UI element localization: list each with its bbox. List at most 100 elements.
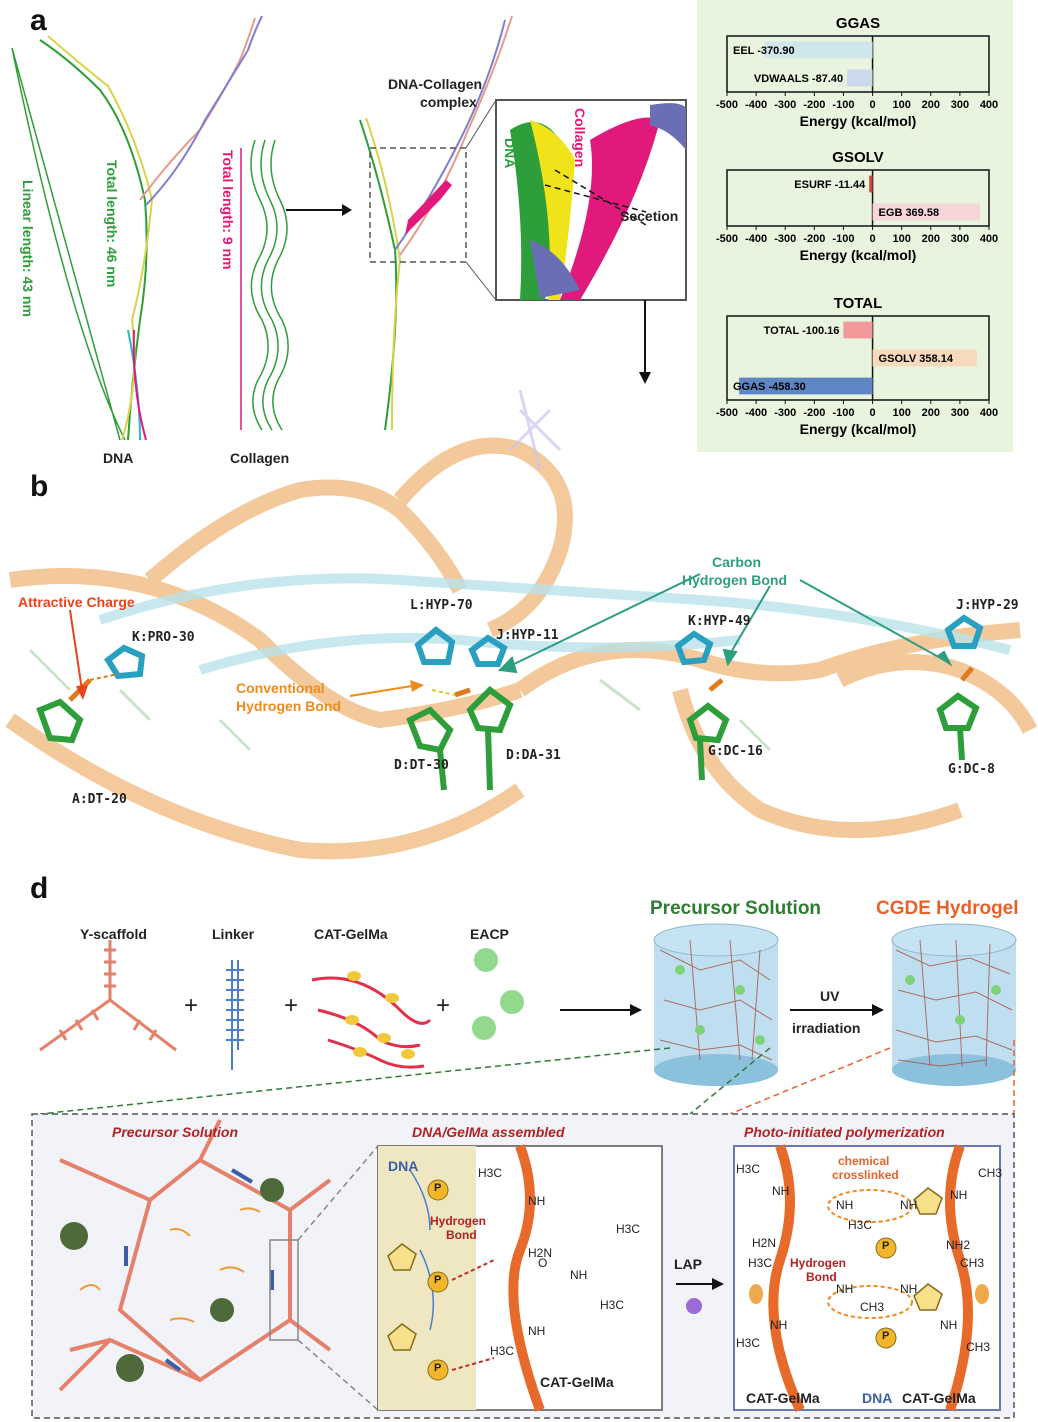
- x-tick-label-0-6: 100: [892, 99, 910, 111]
- residue-label-hyp29: J:HYP-29: [956, 598, 1019, 613]
- chem-h3c-r2: H3C: [748, 1256, 773, 1270]
- inset-collagen-label: Collagen: [572, 108, 588, 168]
- hb-middle-line1: Hydrogen: [430, 1214, 487, 1228]
- hb-middle-line2: Bond: [446, 1228, 477, 1242]
- chem-h2n-r1: H2N: [752, 1236, 777, 1250]
- x-tick-label-1-9: 400: [980, 233, 998, 245]
- chem-nh-2: NH: [570, 1268, 588, 1282]
- chemical-line2: crosslinked: [832, 1168, 899, 1182]
- x-tick-label-0-9: 400: [980, 99, 998, 111]
- bar-label-esurf: ESURF -11.44: [794, 179, 866, 191]
- chem-nh-r8: NH: [940, 1318, 958, 1332]
- precursor-cylinder: [653, 923, 779, 1086]
- cat-gelma-label: CAT-GelMa: [314, 926, 388, 942]
- x-tick-label-0-7: 200: [922, 99, 940, 111]
- hb-right-line1: Hydrogen: [790, 1256, 847, 1270]
- chem-nh-r3: NH: [836, 1198, 854, 1212]
- x-tick-label-1-1: -400: [745, 233, 767, 245]
- x-axis-label-0: Energy (kcal/mol): [800, 113, 917, 129]
- residue-label-hyp49: K:HYP-49: [688, 614, 751, 629]
- chart-title-0: GGAS: [836, 15, 880, 32]
- chem-nh2-r1: NH2: [946, 1238, 971, 1252]
- residue-label-da31: D:DA-31: [506, 748, 561, 763]
- conventional-hb-line2: Hydrogen Bond: [236, 698, 341, 714]
- bar-egb: [872, 203, 981, 221]
- residue-label-hyp70: L:HYP-70: [410, 598, 473, 613]
- panel-letter-a: a: [30, 4, 47, 37]
- bar-label-eel: EEL -370.90: [733, 45, 795, 57]
- precursor-solution-title: Precursor Solution: [650, 898, 822, 919]
- chart-frame-2: [726, 315, 990, 401]
- x-tick-label-0-2: -300: [774, 99, 796, 111]
- dna-label: DNA: [103, 450, 134, 466]
- x-tick-label-1-5: 0: [869, 233, 875, 245]
- linker-icon: [226, 960, 244, 1070]
- x-tick-label-2-0: -500: [716, 407, 738, 419]
- attractive-charge-label: Attractive Charge: [18, 594, 135, 610]
- collagen-strands: [250, 139, 289, 431]
- dna-right-label: DNA: [862, 1390, 893, 1406]
- x-tick-label-2-7: 200: [922, 407, 940, 419]
- residue-label-dc16: G:DC-16: [708, 744, 763, 759]
- chem-ch3-r4: CH3: [966, 1340, 991, 1354]
- bar-total: [843, 321, 873, 339]
- bar-vdwaals: [847, 69, 873, 87]
- panel-b-illustration: [5, 390, 1038, 860]
- lap-label: LAP: [674, 1256, 702, 1272]
- phosphate-2: P: [434, 1274, 442, 1286]
- linker-label: Linker: [212, 926, 255, 942]
- bar-ggas: [739, 377, 873, 395]
- chem-h3c-1: H3C: [478, 1166, 503, 1180]
- cat-gelma-icon: [311, 971, 432, 1069]
- bar-eel: [764, 41, 873, 59]
- x-tick-label-0-4: -100: [832, 99, 854, 111]
- chemical-line1: chemical: [838, 1154, 890, 1168]
- residue-label-pro30: K:PRO-30: [132, 630, 195, 645]
- x-tick-label-2-1: -400: [745, 407, 767, 419]
- irradiation-label: irradiation: [792, 1020, 861, 1036]
- x-tick-label-2-4: -100: [832, 407, 854, 419]
- chem-o-1: O: [538, 1256, 548, 1270]
- residue-dc8: [936, 666, 980, 761]
- chart-title-2: TOTAL: [834, 295, 883, 312]
- x-tick-label-2-2: -300: [774, 407, 796, 419]
- collagen-total-length-label: Total length: 9 nm: [220, 150, 236, 270]
- carbon-hb-line2: Hydrogen Bond: [682, 572, 787, 588]
- dna-label-middle: DNA: [388, 1158, 419, 1174]
- x-tick-label-1-8: 300: [951, 233, 969, 245]
- residue-hyp49: [674, 630, 714, 666]
- sub-photo-title: Photo-initiated polymerization: [744, 1124, 945, 1140]
- phosphate-3: P: [434, 1362, 442, 1374]
- carbon-hb-line1: Carbon: [712, 554, 761, 570]
- dna-total-length-label: Total length: 46 nm: [104, 160, 120, 288]
- bar-label-gsolv: GSOLV 358.14: [879, 353, 954, 365]
- residue-label-hyp11: J:HYP-11: [496, 628, 559, 643]
- complex-label-line1: DNA-Collagen: [388, 76, 483, 92]
- conventional-hb-line1: Conventional: [236, 680, 325, 696]
- panel-a-illustration: [11, 15, 687, 441]
- x-tick-label-0-0: -500: [716, 99, 738, 111]
- x-tick-label-0-5: 0: [869, 99, 875, 111]
- chem-h3c-r1: H3C: [736, 1162, 761, 1176]
- residue-hyp29: [944, 614, 984, 649]
- panel-letter-b: b: [30, 470, 49, 503]
- y-scaffold-icon: [39, 940, 177, 1052]
- x-tick-label-2-6: 100: [892, 407, 910, 419]
- residue-pro30: [103, 644, 146, 680]
- x-tick-label-2-9: 400: [980, 407, 998, 419]
- plus-3: +: [436, 992, 451, 1019]
- phosphate-1: P: [434, 1182, 442, 1194]
- chem-nh-r5: NH: [836, 1282, 854, 1296]
- linear-length-label: Linear length: 43 nm: [20, 180, 36, 317]
- residue-dc16: [686, 678, 730, 781]
- eacp-label: EACP: [470, 926, 509, 942]
- chem-ch3-r3: CH3: [860, 1300, 885, 1314]
- panel-d-illustration: [31, 923, 1017, 1419]
- hexagon-network: [58, 1119, 332, 1392]
- chem-nh-1: NH: [528, 1194, 546, 1208]
- panel-letter-d: d: [30, 872, 49, 905]
- chem-nh-r7: NH: [770, 1318, 788, 1332]
- chart-frame-0: [726, 35, 990, 93]
- x-axis-label-1: Energy (kcal/mol): [800, 247, 917, 263]
